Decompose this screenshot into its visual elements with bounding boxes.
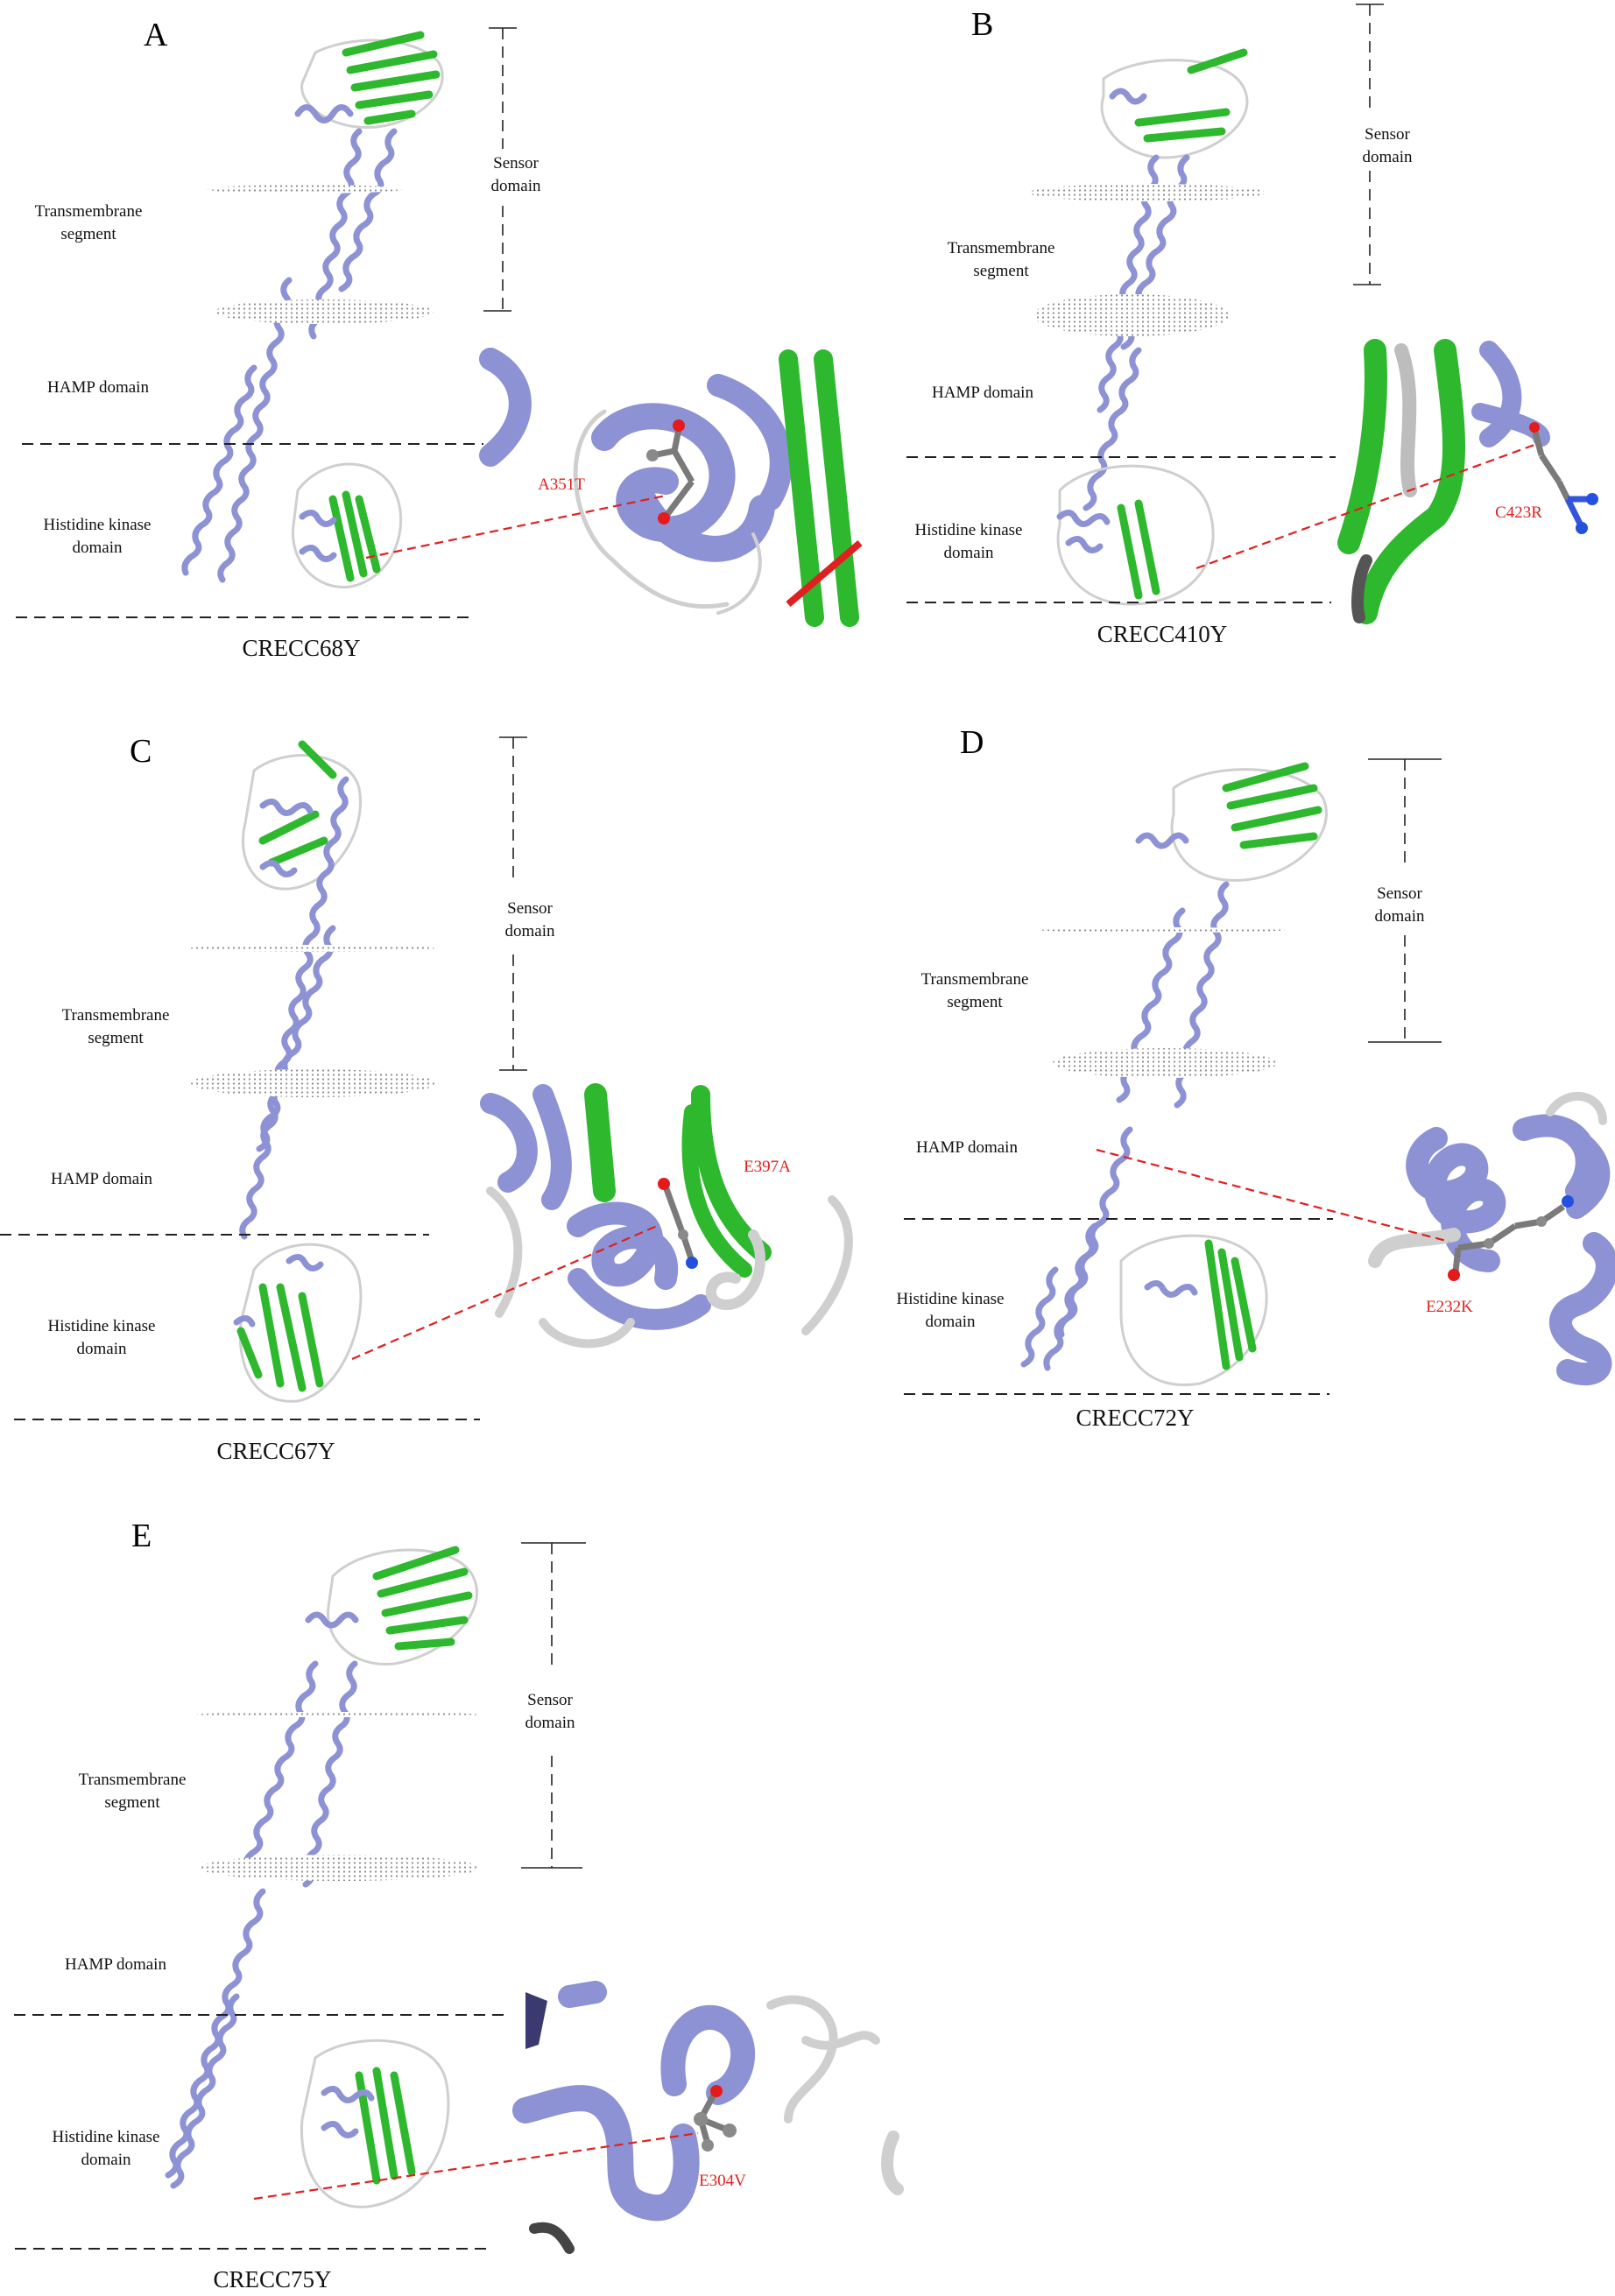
panel-d: D Sensor domain Trans: [897, 724, 1615, 1431]
hk-label: Histidine kinase: [915, 521, 1023, 539]
mutation-inset: [1368, 1092, 1615, 1386]
hk-label: Histidine kinase: [897, 1290, 1005, 1308]
hk-label: domain: [81, 2151, 131, 2169]
transmembrane-label: segment: [104, 1793, 160, 1812]
residue-sticks: [694, 2085, 737, 2152]
panel-letter: B: [971, 6, 993, 43]
mutation-inset: [479, 348, 863, 627]
hk-label: Histidine kinase: [48, 1317, 156, 1335]
residue-sticks: [646, 419, 695, 525]
panel-b: B Sensor domain Transmembrane segment: [906, 4, 1614, 647]
membrane-lower: [191, 1069, 436, 1097]
sensor-label: domain: [525, 1714, 575, 1732]
hamp-label: HAMP domain: [51, 1170, 152, 1188]
residue-sticks: [1448, 1195, 1574, 1281]
transmembrane-label: Transmembrane: [35, 202, 143, 221]
panel-letter: C: [130, 733, 152, 770]
hamp-label: HAMP domain: [65, 1955, 166, 1974]
sensor-label: Sensor: [507, 899, 553, 918]
sensor-label: domain: [1363, 148, 1413, 166]
mutation-inset: [512, 1981, 904, 2254]
zoom-link: [1096, 1148, 1450, 1243]
hk-label: domain: [944, 544, 994, 562]
zoom-link: [253, 2131, 699, 2201]
hk-label: Histidine kinase: [53, 2128, 160, 2146]
mutation-label: E232K: [1426, 1298, 1473, 1316]
transmembrane-label: Transmembrane: [79, 1771, 187, 1789]
membrane-upper: [197, 1712, 477, 1717]
panel-a: A: [16, 17, 863, 661]
strain-label: CRECC72Y: [1075, 1405, 1194, 1431]
hk-label: Histidine kinase: [44, 516, 152, 534]
transmembrane-label: segment: [88, 1029, 144, 1047]
membrane-upper: [189, 945, 434, 952]
sensor-label: domain: [491, 177, 541, 195]
sensor-label: Sensor: [527, 1691, 573, 1709]
strain-label: CRECC68Y: [242, 635, 360, 661]
transmembrane-label: segment: [60, 225, 116, 243]
mutation-inset: [480, 1083, 862, 1366]
protein-structure: [165, 1546, 478, 2208]
protein-structure: [233, 740, 363, 1403]
panel-c: C Sensor domain Transmembran: [0, 733, 862, 1464]
mutation-label: E304V: [699, 2172, 746, 2190]
hk-label: domain: [926, 1313, 976, 1331]
panel-letter: A: [144, 17, 168, 53]
hamp-label: HAMP domain: [916, 1138, 1018, 1157]
transmembrane-label: segment: [947, 993, 1003, 1011]
membrane-lower: [1033, 294, 1230, 336]
mutation-inset: [1337, 339, 1614, 624]
transmembrane-label: segment: [973, 262, 1029, 280]
hk-label: domain: [77, 1340, 127, 1358]
mutation-label: E397A: [744, 1158, 791, 1176]
membrane-upper: [1029, 184, 1266, 201]
sensor-label: Sensor: [493, 154, 539, 173]
membrane-lower: [1053, 1048, 1277, 1078]
panel-letter: D: [960, 724, 984, 761]
transmembrane-label: Transmembrane: [62, 1006, 170, 1025]
sensor-label: domain: [1375, 907, 1425, 926]
transmembrane-label: Transmembrane: [921, 970, 1029, 989]
zoom-link: [365, 494, 666, 560]
transmembrane-label: Transmembrane: [948, 239, 1055, 257]
strain-label: CRECC75Y: [213, 2266, 331, 2292]
hamp-label: HAMP domain: [932, 384, 1033, 402]
strain-label: CRECC410Y: [1097, 621, 1228, 647]
sensor-label: Sensor: [1365, 125, 1410, 144]
panel-e: E Sensor domain: [14, 1518, 904, 2292]
sensor-label: domain: [505, 922, 555, 940]
membrane-upper: [1040, 927, 1285, 933]
hk-label: domain: [73, 539, 123, 557]
membrane-lower: [200, 1855, 480, 1881]
sensor-label: Sensor: [1377, 884, 1422, 903]
residue-sticks: [658, 1178, 698, 1269]
membrane-upper: [207, 185, 403, 194]
hamp-label: HAMP domain: [47, 378, 149, 397]
residue-sticks: [1529, 422, 1598, 534]
mutation-label: C423R: [1495, 504, 1542, 522]
panel-letter: E: [131, 1518, 152, 1554]
strain-label: CRECC67Y: [216, 1438, 335, 1464]
membrane-lower: [215, 299, 434, 324]
mutation-label: A351T: [538, 475, 585, 494]
protein-structure: [181, 31, 444, 588]
zoom-link: [1195, 443, 1535, 570]
